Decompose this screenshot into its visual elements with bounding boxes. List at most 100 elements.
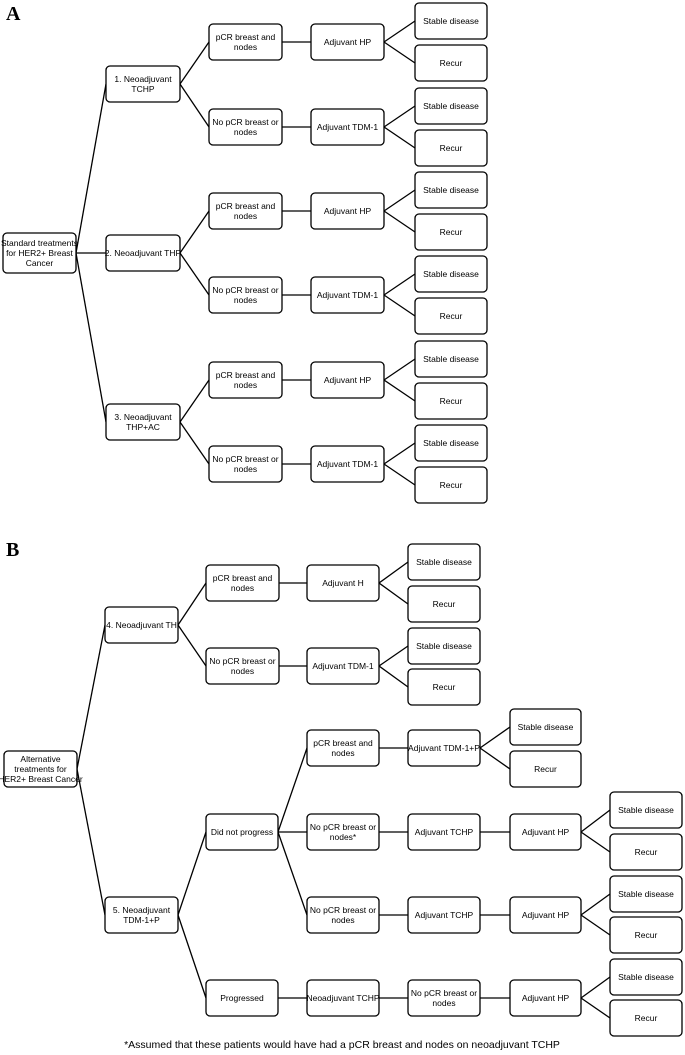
node-t4: 4. Neoadjuvant TH [104, 606, 179, 644]
node-label-line: nodes [234, 295, 257, 305]
node-box [205, 647, 280, 685]
node-label-line: Recur [440, 143, 463, 153]
node-label: Stable disease [423, 354, 479, 364]
node-label: Adjuvant HP [522, 993, 570, 1003]
connector-t2-a2n [179, 252, 210, 296]
node-pA: Neoadjuvant TCHP [306, 979, 380, 1017]
node-label: Stable disease [423, 16, 479, 26]
node-box [306, 979, 380, 1017]
node-label-line: Adjuvant HP [324, 375, 372, 385]
node-label-line: nodes* [330, 832, 357, 842]
connector-lines [75, 20, 611, 1019]
node-label-line: No pCR breast or [212, 454, 278, 464]
node-pC: Adjuvant HP [509, 979, 582, 1017]
node-label-line: Recur [440, 396, 463, 406]
node-label-line: No pCR breast or [310, 822, 376, 832]
node-label-line: 5. Neoadjuvant [113, 905, 171, 915]
node-label: Stable disease [618, 805, 674, 815]
node-c2A: Adjuvant TCHP [407, 813, 481, 851]
node-label-line: nodes [234, 380, 257, 390]
node-a3pS: Stable disease [414, 340, 488, 378]
node-box [407, 627, 481, 665]
connector-a2pA-a2pS [383, 189, 416, 212]
node-label-line: Adjuvant HP [522, 827, 570, 837]
node-box [306, 729, 380, 767]
node-label-line: No pCR breast or [209, 656, 275, 666]
node-label-line: Recur [635, 847, 658, 857]
connector-t4-b4p [177, 582, 207, 626]
node-label: Recur [534, 764, 557, 774]
node-box [310, 361, 385, 399]
node-label: Recur [635, 847, 658, 857]
node-label: Stable disease [518, 722, 574, 732]
node-a2pA: Adjuvant HP [310, 192, 385, 230]
connector-a1nA-a1nS [383, 105, 416, 128]
node-box [609, 833, 683, 871]
node-label-line: Recur [433, 599, 456, 609]
connector-a3nA-a3nR [383, 463, 416, 486]
node-label-line: Stable disease [423, 101, 479, 111]
connector-t3-a3n [179, 421, 210, 465]
node-label-line: Adjuvant TDM-1 [317, 459, 379, 469]
node-label-line: Alternative [20, 754, 60, 764]
node-label-line: pCR breast and [213, 573, 273, 583]
node-label-line: Stable disease [618, 889, 674, 899]
node-box [414, 297, 488, 335]
node-box [407, 543, 481, 581]
node-label-line: 3. Neoadjuvant [114, 412, 172, 422]
node-box [310, 192, 385, 230]
node-c2S: Stable disease [609, 791, 683, 829]
node-box [509, 750, 582, 788]
node-label: Adjuvant TDM-1 [317, 290, 379, 300]
node-label: Stable disease [416, 557, 472, 567]
node-label-line: Recur [440, 227, 463, 237]
connector-pC-pS [580, 976, 611, 999]
node-label: Adjuvant HP [324, 37, 372, 47]
node-box [208, 23, 283, 61]
node-label-line: nodes [231, 666, 254, 676]
node-label: Recur [635, 930, 658, 940]
panel-letter-b: B [6, 539, 19, 561]
node-label: Adjuvant HP [324, 375, 372, 385]
node-pS: Stable disease [609, 958, 683, 996]
node-label-line: pCR breast and [216, 201, 276, 211]
node-a1pA: Adjuvant HP [310, 23, 385, 61]
node-label: Adjuvant TDM-1 [312, 661, 374, 671]
node-label-line: Stable disease [423, 16, 479, 26]
node-box [310, 108, 385, 146]
node-label-line: No pCR breast or [212, 285, 278, 295]
node-label-line: Adjuvant TDM-1+P [408, 743, 480, 753]
connector-c2B-c2R [580, 831, 611, 853]
node-label: Stable disease [423, 438, 479, 448]
node-label-line: pCR breast and [216, 32, 276, 42]
node-box [208, 276, 283, 314]
node-box [509, 813, 582, 851]
node-label: Recur [433, 599, 456, 609]
node-label: Recur [440, 143, 463, 153]
node-box [609, 958, 683, 996]
node-label: Adjuvant TCHP [415, 827, 474, 837]
node-label-line: Stable disease [423, 354, 479, 364]
node-b4pS: Stable disease [407, 543, 481, 581]
node-box [609, 791, 683, 829]
node-box [414, 466, 488, 504]
connector-a2nA-a2nR [383, 294, 416, 317]
node-box [105, 65, 181, 103]
connector-t2-a2p [179, 210, 210, 254]
node-b4nS: Stable disease [407, 627, 481, 665]
connector-a1nA-a1nR [383, 126, 416, 149]
node-c3B: Adjuvant HP [509, 896, 582, 934]
node-box [414, 44, 488, 82]
